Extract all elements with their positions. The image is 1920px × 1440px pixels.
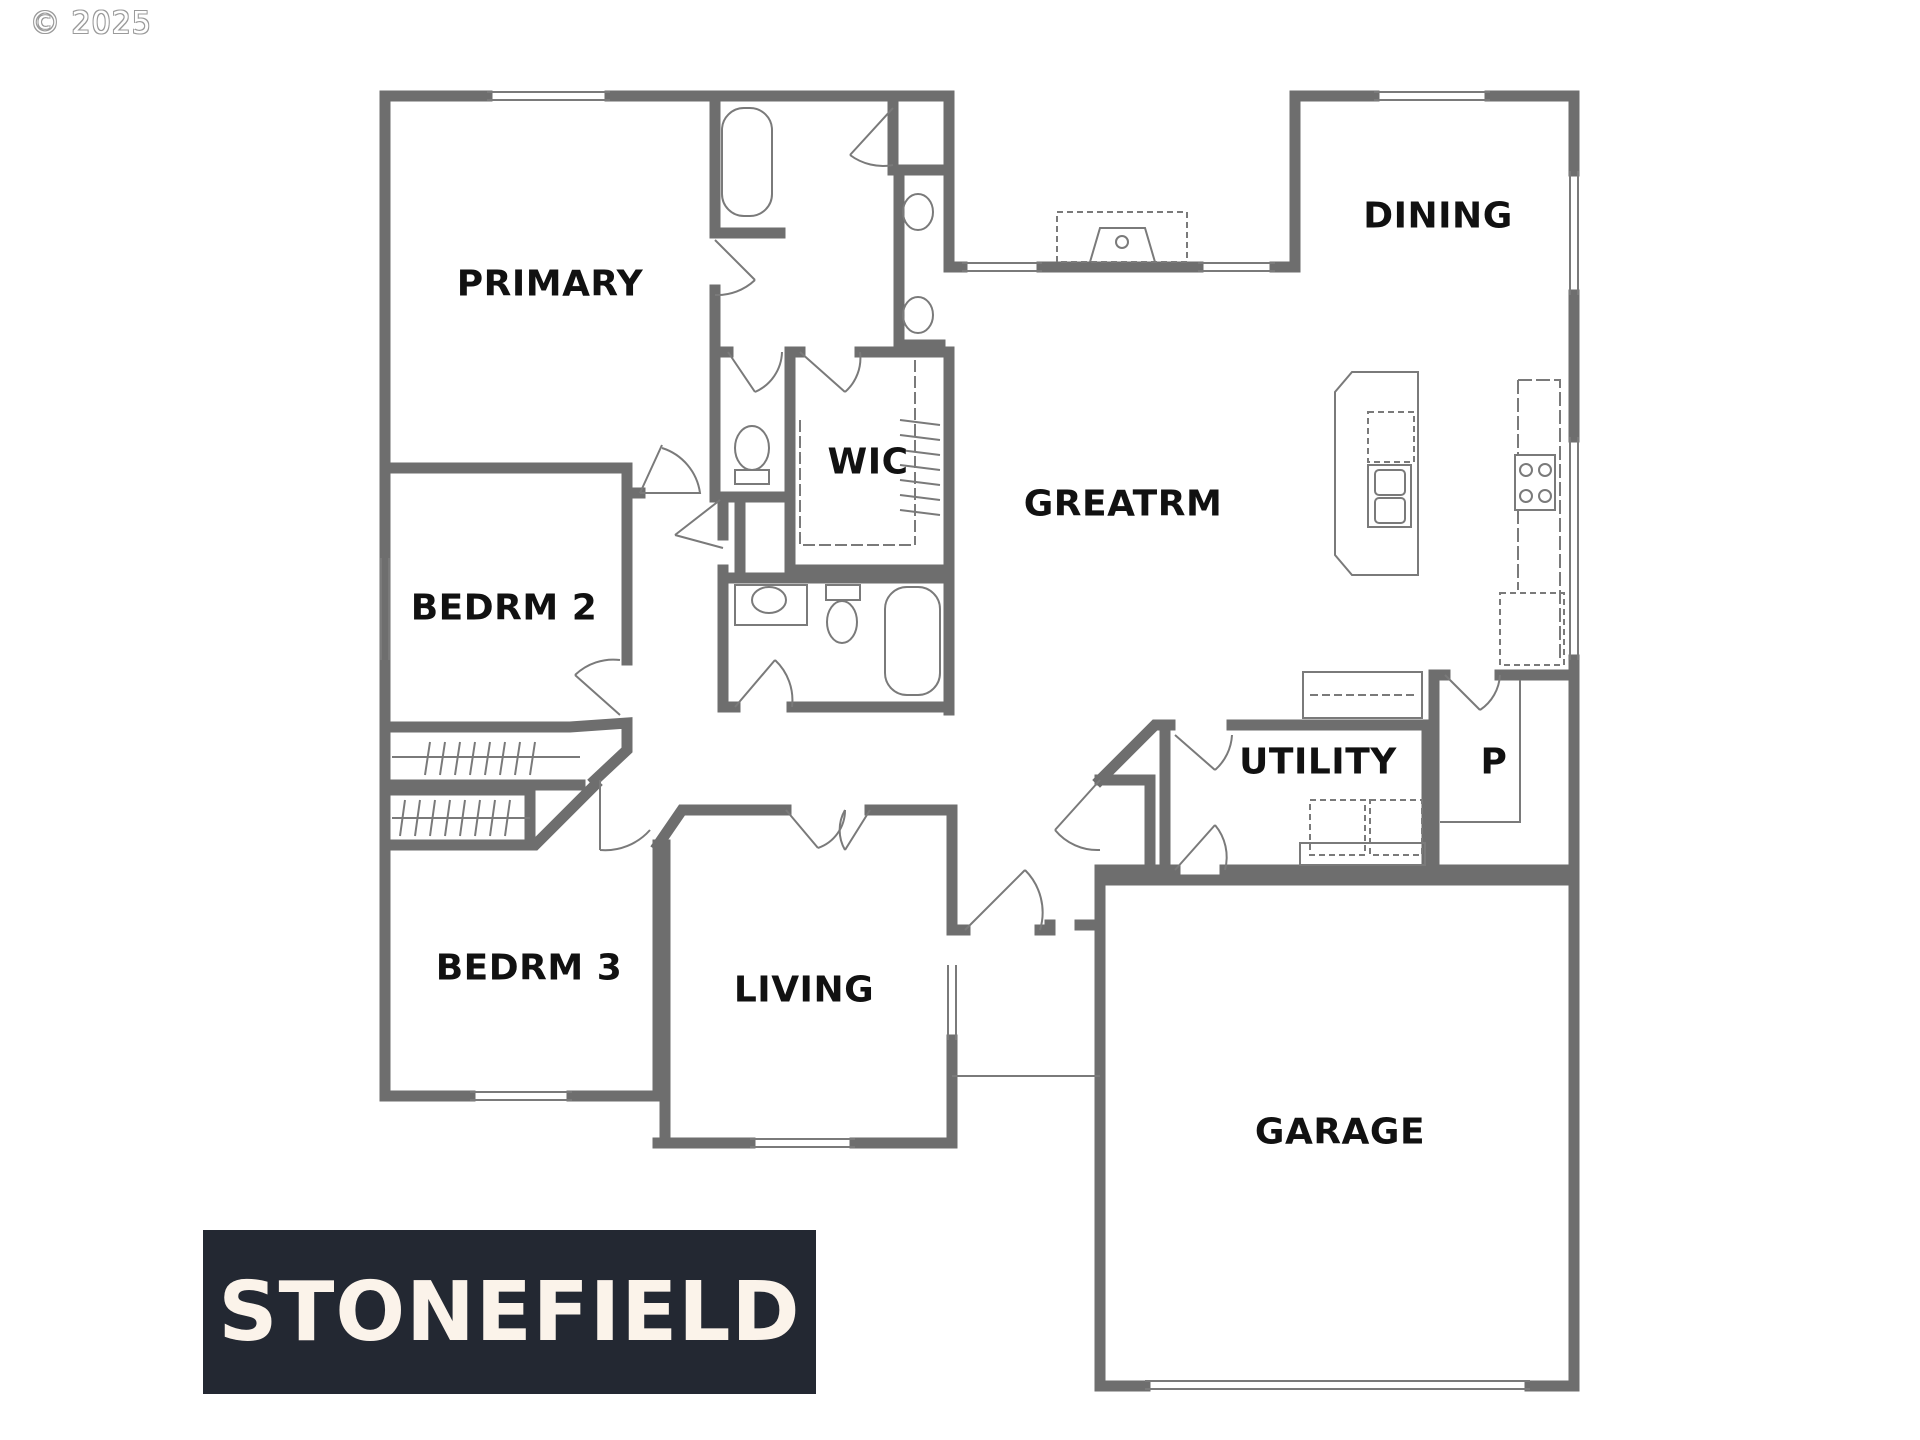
wall-hall-closet bbox=[717, 491, 796, 576]
fireplace-hearth bbox=[1089, 227, 1156, 263]
plan-name: STONEFIELD bbox=[218, 1264, 801, 1360]
door-garage bbox=[1174, 824, 1228, 871]
range bbox=[1514, 454, 1556, 511]
wic-shelf bbox=[799, 360, 916, 546]
window-living-south bbox=[750, 1138, 855, 1148]
dryer bbox=[1369, 799, 1423, 856]
window-living-east bbox=[947, 965, 957, 1040]
door-bedrm3 bbox=[599, 780, 651, 852]
room-label-wic: WIC bbox=[827, 441, 909, 483]
wall-porch bbox=[1034, 919, 1106, 936]
pantry-shelf bbox=[1440, 680, 1521, 823]
washer bbox=[1309, 799, 1366, 856]
room-label-greatrm: GREATRM bbox=[1023, 483, 1223, 525]
window-bedrm2-west bbox=[380, 558, 390, 660]
wall-dining-north bbox=[1484, 90, 1580, 177]
tub-bath2 bbox=[884, 586, 941, 696]
plan-name-banner: STONEFIELD bbox=[203, 1230, 816, 1394]
wall-bath2 bbox=[717, 564, 955, 713]
wall-bedrm2-bottom bbox=[379, 717, 633, 788]
window-bedrm3-south bbox=[470, 1091, 572, 1101]
window-greatrm-north-left bbox=[962, 262, 1042, 272]
room-label-dining: DINING bbox=[1363, 195, 1513, 237]
kitchen-island bbox=[1334, 371, 1419, 576]
window-dining-east bbox=[1569, 171, 1579, 295]
wall-closet-shelf2 bbox=[379, 784, 536, 846]
wall-living-top bbox=[650, 804, 958, 853]
room-label-pantry: P bbox=[1480, 741, 1508, 783]
tub-primary bbox=[721, 107, 773, 217]
wall-vanity bbox=[893, 164, 946, 351]
sink-primary-2 bbox=[902, 296, 934, 334]
wall-dining-west bbox=[1289, 90, 1380, 273]
door-front bbox=[964, 869, 1044, 931]
garage-door bbox=[1145, 1380, 1530, 1390]
door-primary-closet bbox=[849, 107, 894, 167]
kitchen-sink bbox=[1367, 464, 1412, 528]
wall-bedrm2-top bbox=[379, 462, 646, 499]
wall-wic-top bbox=[709, 346, 955, 716]
room-label-living: LIVING bbox=[733, 969, 875, 1011]
wall-primary-bath bbox=[709, 90, 786, 239]
kitchen-counter bbox=[1517, 379, 1561, 660]
door-wc bbox=[727, 351, 783, 393]
toilet-wc bbox=[734, 425, 770, 471]
window-dining-north bbox=[1374, 91, 1490, 101]
door-wic bbox=[799, 351, 862, 393]
door-entry-closet bbox=[1054, 779, 1101, 852]
door-pantry bbox=[1444, 674, 1501, 711]
door-bedrm2 bbox=[574, 658, 621, 716]
room-label-bedrm3: BEDRM 3 bbox=[435, 947, 623, 989]
door-bath2 bbox=[734, 659, 794, 708]
room-label-garage: GARAGE bbox=[1254, 1111, 1426, 1153]
room-label-bedrm2: BEDRM 2 bbox=[410, 587, 598, 629]
room-label-primary: PRIMARY bbox=[456, 263, 644, 305]
door-primary-bath bbox=[714, 239, 756, 297]
utility-counter bbox=[1299, 842, 1426, 866]
sink-bath2 bbox=[751, 586, 787, 614]
window-greatrm-north-right bbox=[1198, 262, 1275, 272]
room-label-utility: UTILITY bbox=[1239, 741, 1397, 783]
walls bbox=[379, 90, 1580, 1392]
door-utility bbox=[1174, 734, 1233, 771]
wall-bedrm3-top bbox=[379, 777, 603, 851]
door-primary bbox=[639, 444, 702, 494]
door-hall-closet bbox=[674, 499, 724, 549]
refrigerator bbox=[1499, 592, 1565, 666]
window-kitchen-east bbox=[1569, 437, 1579, 660]
fireplace bbox=[1056, 211, 1188, 263]
toilet-bath2 bbox=[826, 600, 858, 644]
door-living-left bbox=[785, 809, 847, 849]
thin-lines bbox=[380, 91, 1579, 1390]
sink-primary-1 bbox=[902, 193, 934, 231]
wall-closet-primary bbox=[887, 90, 946, 176]
copyright-notice: © 2025 bbox=[30, 6, 152, 41]
window-primary-north bbox=[487, 91, 610, 101]
wall-utility bbox=[1159, 719, 1572, 876]
wall-entry-closet bbox=[1092, 719, 1171, 931]
door-living-right bbox=[838, 809, 871, 851]
wall-utility-top bbox=[1226, 719, 1433, 876]
